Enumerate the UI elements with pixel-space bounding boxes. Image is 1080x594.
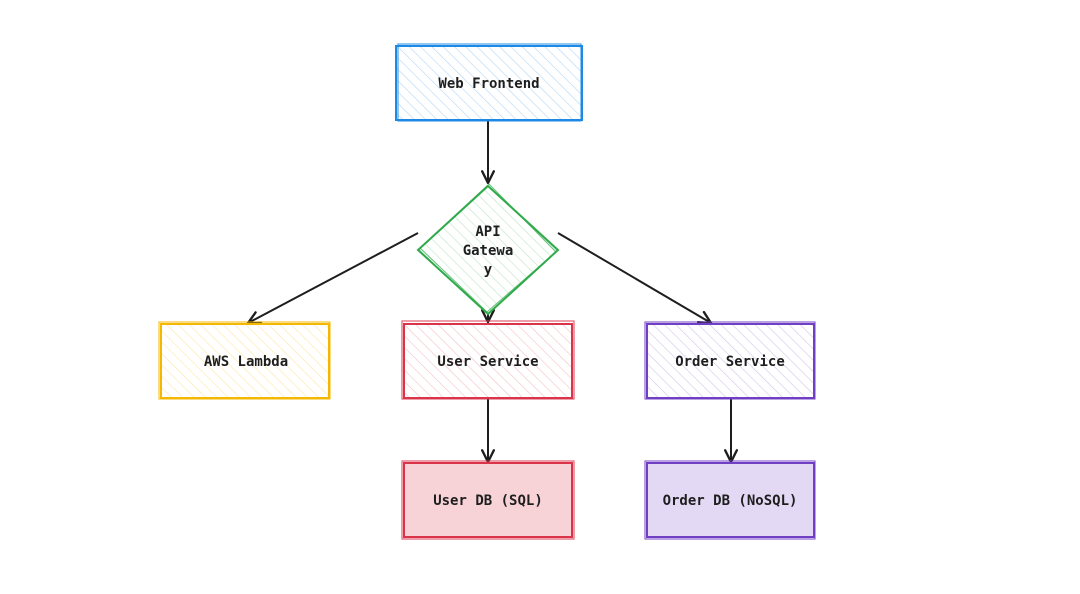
api-gateway-label-line-3: y xyxy=(484,262,493,278)
web-frontend-label: Web Frontend xyxy=(438,76,539,92)
node-aws-lambda[interactable]: AWS Lambda xyxy=(158,321,331,400)
node-user-db[interactable]: User DB (SQL) xyxy=(401,460,575,540)
order-service-label: Order Service xyxy=(675,354,785,370)
node-web-frontend[interactable]: Web Frontend xyxy=(395,43,583,122)
aws-lambda-label: AWS Lambda xyxy=(204,354,288,370)
api-gateway-label-line-1: API xyxy=(475,224,500,240)
edge-api-gateway-to-order-service xyxy=(557,232,713,325)
user-db-label: User DB (SQL) xyxy=(433,493,543,509)
order-db-label: Order DB (NoSQL) xyxy=(663,493,798,509)
node-order-db[interactable]: Order DB (NoSQL) xyxy=(644,460,816,540)
user-service-label: User Service xyxy=(437,354,538,370)
node-api-gateway[interactable]: API Gatewa y xyxy=(416,183,560,316)
node-user-service[interactable]: User Service xyxy=(401,320,575,400)
node-order-service[interactable]: Order Service xyxy=(644,321,816,400)
api-gateway-label-line-2: Gatewa xyxy=(463,243,514,259)
edge-api-gateway-to-aws-lambda xyxy=(246,232,419,325)
